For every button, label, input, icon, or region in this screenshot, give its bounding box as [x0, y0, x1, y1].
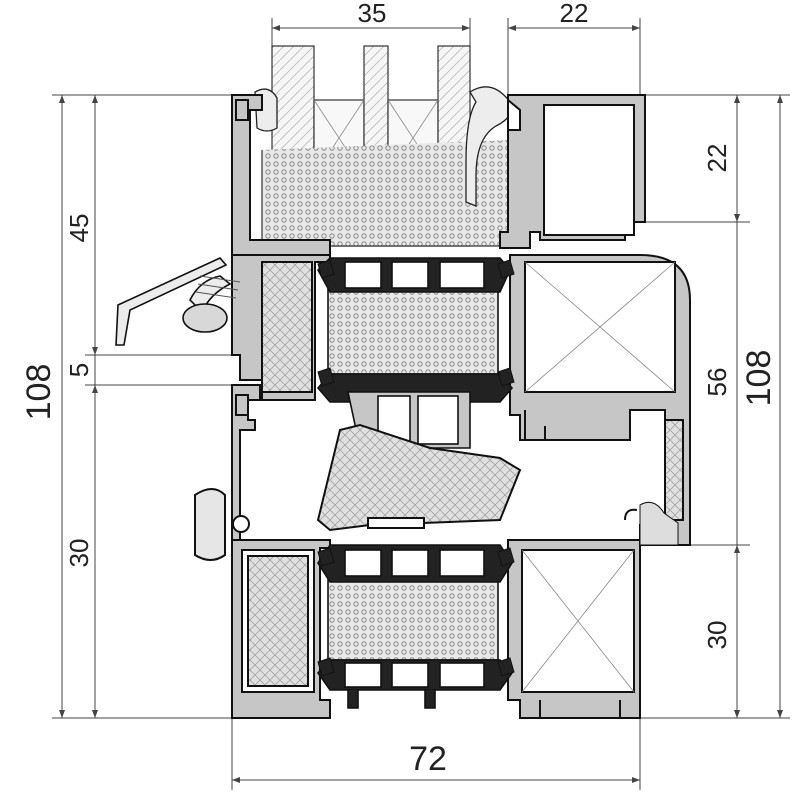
- dim-label-bottom: 72: [409, 740, 447, 778]
- thermal-break-upper: [316, 257, 514, 449]
- dim-label-left-upper: 45: [64, 214, 94, 243]
- sealing-gaskets: [317, 259, 679, 677]
- dim-label-right-lower: 30: [702, 621, 732, 650]
- sash-lower-profile: [194, 384, 522, 561]
- dim-label-top-right: 22: [560, 0, 589, 28]
- dim-label-left-total: 108: [20, 364, 58, 421]
- dim-label-top-left: 35: [358, 0, 387, 28]
- dim-label-right-total: 108: [740, 350, 778, 407]
- dimension-arrows: [59, 25, 783, 783]
- weather-drip-profile: [115, 257, 241, 346]
- sash-upper-profile: [231, 94, 646, 256]
- dim-label-right-middle: 56: [702, 368, 732, 397]
- frame-lower-profile: [231, 539, 641, 719]
- frame-middle-profile: [231, 254, 691, 546]
- dim-label-right-top: 22: [702, 144, 732, 173]
- thermal-break-lower: [316, 544, 514, 709]
- dimension-lines: [52, 18, 790, 790]
- glazing-unit: [261, 45, 509, 247]
- profile-hooks: [235, 99, 638, 718]
- dim-label-left-gap: 5: [64, 363, 94, 377]
- dim-label-left-lower: 30: [64, 539, 94, 568]
